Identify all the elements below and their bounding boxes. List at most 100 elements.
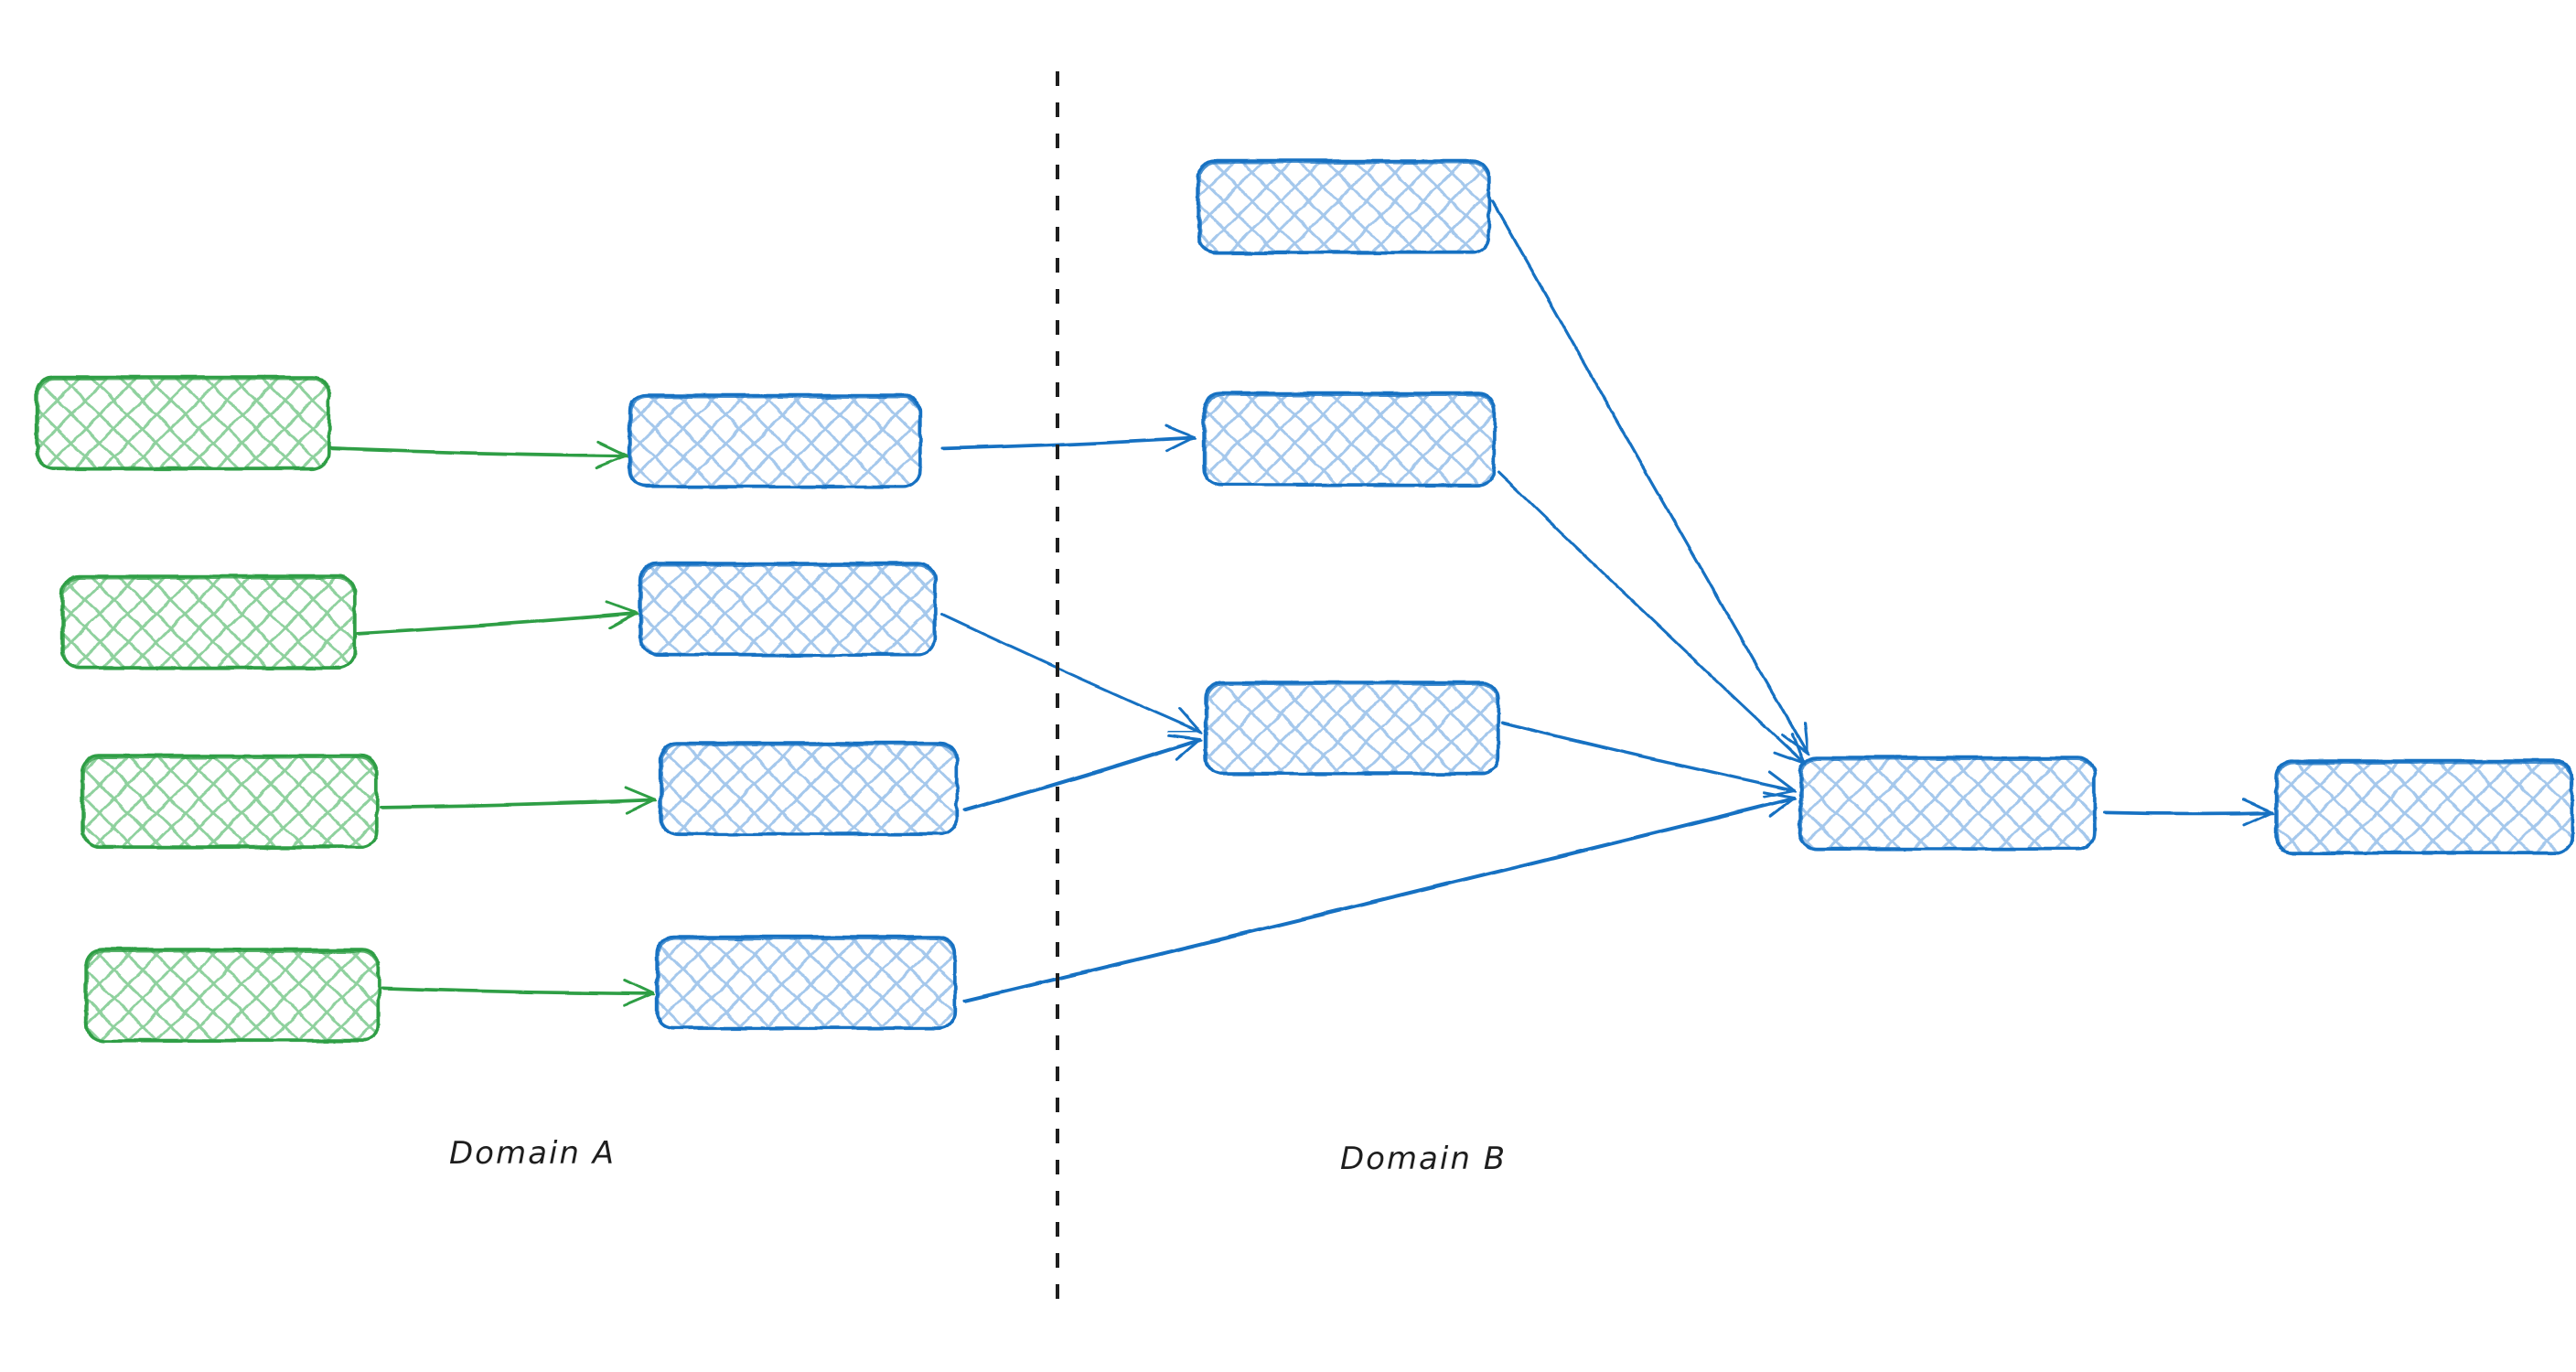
arrowhead-stroke-1 bbox=[1790, 733, 1806, 765]
node-c1[interactable] bbox=[1197, 159, 1491, 255]
node-fill bbox=[1198, 161, 1489, 252]
arrowhead-stroke-0 bbox=[1165, 435, 1197, 453]
node-fill bbox=[62, 576, 355, 668]
node-fill bbox=[37, 377, 329, 468]
edge-line bbox=[357, 613, 639, 636]
arrowhead-stroke-0 bbox=[1763, 788, 1797, 799]
edge-line bbox=[962, 796, 1797, 1002]
edge-line bbox=[940, 435, 1197, 450]
node-a1[interactable] bbox=[35, 375, 331, 471]
node-outline bbox=[62, 576, 356, 670]
arrowhead-stroke-0 bbox=[1768, 796, 1797, 819]
arrowhead-stroke-1 bbox=[1177, 707, 1202, 734]
arrowhead-stroke-1 bbox=[625, 786, 657, 801]
edge-line bbox=[2104, 812, 2275, 816]
arrowhead-stroke-0 bbox=[623, 991, 655, 1007]
node-fill bbox=[1800, 757, 2095, 849]
edge-line bbox=[1500, 721, 1797, 792]
arrowhead-stroke-0 bbox=[625, 798, 657, 815]
arrowhead-stroke-1 bbox=[606, 600, 639, 615]
edge-line bbox=[940, 613, 1202, 734]
node-outline bbox=[1204, 393, 1496, 488]
arrowhead-stroke-0 bbox=[596, 454, 628, 469]
node-b4[interactable] bbox=[655, 935, 957, 1031]
edges-layer bbox=[329, 199, 2275, 1007]
edge-c3-d1 bbox=[1500, 721, 1798, 799]
node-outline bbox=[629, 395, 921, 489]
label-domain-a: Domain A bbox=[449, 1135, 616, 1172]
node-outline bbox=[640, 563, 936, 658]
edge-a1-b1 bbox=[329, 440, 628, 469]
node-fill bbox=[2276, 761, 2572, 852]
node-fill bbox=[629, 395, 920, 487]
edge-line bbox=[964, 798, 1798, 1003]
node-outline bbox=[82, 756, 378, 850]
arrowhead-stroke-1 bbox=[1167, 734, 1202, 741]
node-fill bbox=[1206, 682, 1498, 774]
node-b2[interactable] bbox=[639, 562, 937, 658]
edge-line bbox=[942, 437, 1197, 451]
edge-b4-d1 bbox=[962, 790, 1798, 1003]
node-outline bbox=[1800, 757, 2096, 852]
arrowhead-stroke-1 bbox=[1763, 790, 1797, 799]
arrowhead-stroke-0 bbox=[1773, 751, 1806, 765]
edge-a2-b2 bbox=[355, 600, 639, 636]
edge-line bbox=[962, 737, 1202, 812]
node-fill bbox=[640, 563, 935, 655]
node-fill bbox=[82, 756, 377, 847]
node-outline bbox=[2276, 761, 2573, 855]
node-outline bbox=[657, 937, 956, 1031]
edge-line bbox=[381, 986, 655, 995]
edge-c2-d1 bbox=[1497, 470, 1807, 766]
edge-b3-c3 bbox=[962, 734, 1203, 813]
node-b3[interactable] bbox=[659, 741, 959, 837]
node-b1[interactable] bbox=[628, 393, 922, 489]
edge-line bbox=[382, 988, 656, 996]
node-fill bbox=[657, 937, 955, 1028]
node-fill bbox=[86, 949, 379, 1041]
arrowhead-stroke-0 bbox=[2242, 810, 2274, 827]
node-c2[interactable] bbox=[1202, 391, 1497, 488]
node-d1[interactable] bbox=[1798, 756, 2097, 852]
edge-line bbox=[1493, 201, 1810, 756]
node-outline bbox=[1206, 682, 1499, 777]
node-fill bbox=[1204, 393, 1495, 485]
edge-line bbox=[355, 611, 639, 635]
edge-line bbox=[379, 798, 657, 809]
edge-b1-c2 bbox=[940, 423, 1197, 453]
arrowhead-stroke-1 bbox=[1768, 769, 1797, 792]
node-outline bbox=[37, 377, 330, 471]
arrowhead-stroke-1 bbox=[623, 979, 655, 995]
arrowhead-stroke-1 bbox=[1803, 721, 1809, 756]
edge-line bbox=[964, 739, 1203, 813]
edge-line bbox=[1498, 472, 1807, 766]
labels-layer: Domain A Domain B bbox=[449, 1135, 1507, 1177]
edge-a4-b4 bbox=[381, 979, 656, 1007]
arrowhead-stroke-1 bbox=[1164, 423, 1197, 439]
node-a3[interactable] bbox=[80, 754, 379, 850]
edge-line bbox=[1502, 723, 1798, 793]
arrowhead-stroke-0 bbox=[607, 611, 639, 629]
node-e1[interactable] bbox=[2274, 759, 2574, 855]
edge-line bbox=[942, 615, 1203, 734]
label-domain-b: Domain B bbox=[1340, 1141, 1507, 1177]
nodes-layer bbox=[35, 159, 2574, 1044]
arrowhead-stroke-1 bbox=[2242, 798, 2274, 814]
node-outline bbox=[660, 743, 958, 837]
node-c3[interactable] bbox=[1204, 681, 1500, 777]
edge-line bbox=[2102, 810, 2274, 815]
node-a4[interactable] bbox=[84, 948, 381, 1044]
node-outline bbox=[1198, 161, 1490, 255]
edge-a3-b3 bbox=[379, 786, 658, 815]
node-a2[interactable] bbox=[60, 574, 357, 670]
node-fill bbox=[660, 743, 957, 834]
edge-c1-d1 bbox=[1491, 199, 1810, 756]
node-outline bbox=[86, 949, 380, 1044]
edge-line bbox=[329, 446, 628, 457]
edge-b2-c3 bbox=[940, 613, 1203, 734]
arrowhead-stroke-1 bbox=[596, 440, 628, 457]
edge-line bbox=[331, 448, 628, 458]
edge-line bbox=[381, 799, 658, 809]
